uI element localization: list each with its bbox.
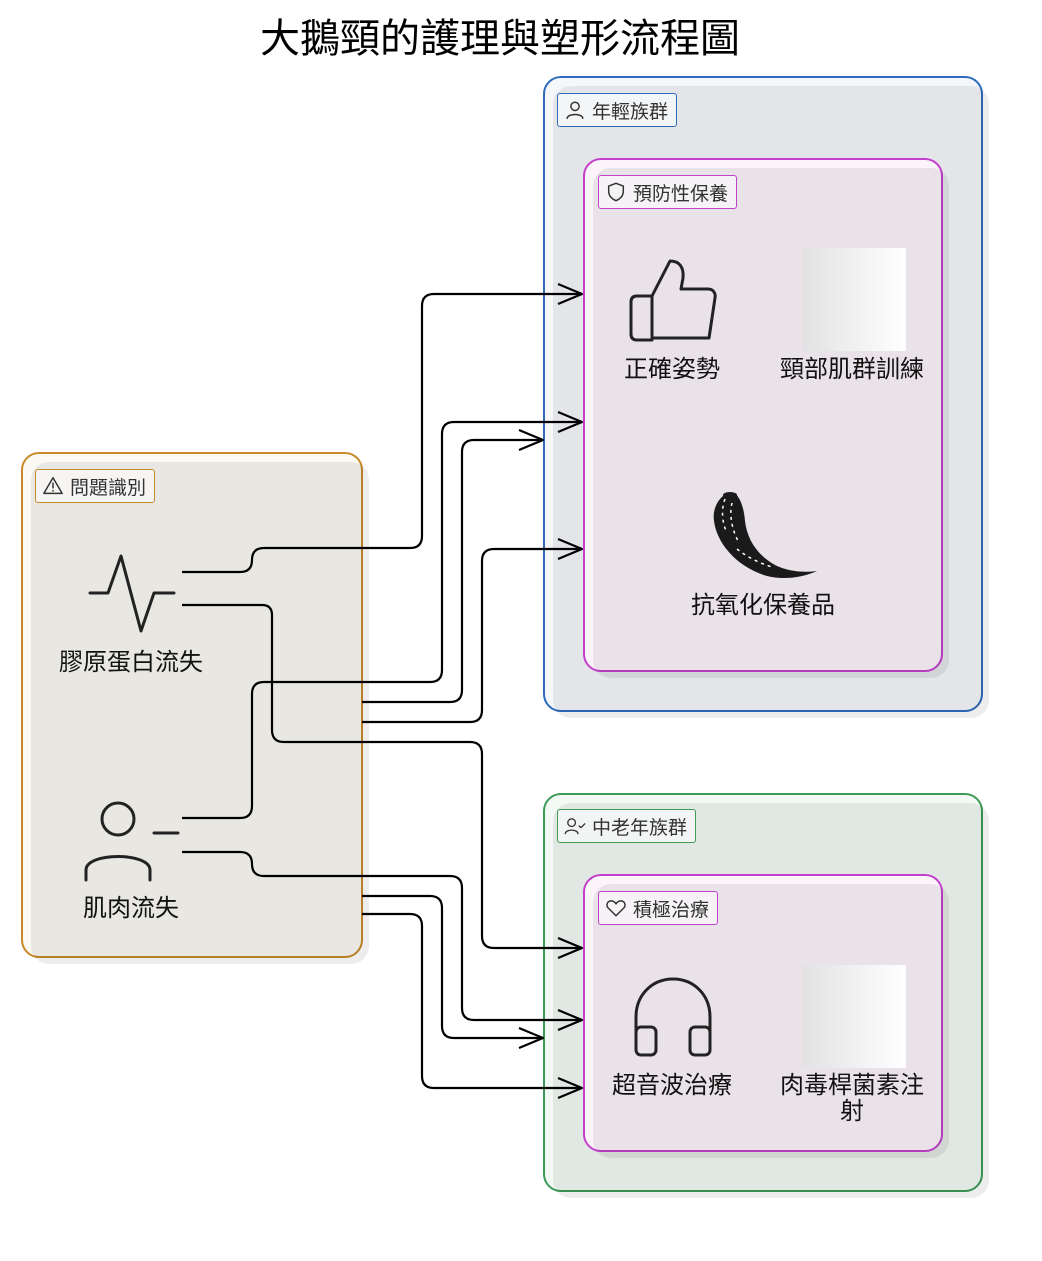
- heart-icon: [606, 900, 626, 917]
- edge-muscle-to-treatment-a: [182, 850, 582, 1022]
- tag-treatment: 積極治療: [598, 891, 719, 925]
- edge-problem-to-treatment-c: [362, 912, 582, 1090]
- node-label-collagen-loss: 膠原蛋白流失: [59, 648, 203, 676]
- edge-problem-to-prevention-b: [362, 438, 543, 704]
- placeholder-image: [803, 965, 906, 1068]
- shield-icon: [607, 182, 625, 202]
- arrowhead: [557, 1076, 584, 1100]
- arrowhead: [557, 410, 584, 434]
- node-label-posture: 正確姿勢: [624, 355, 720, 383]
- tag-treatment-label: 積極治療: [633, 898, 710, 921]
- node-label-botox: 肉毒桿菌素注射: [780, 1071, 924, 1125]
- alert-triangle-icon: [43, 477, 63, 495]
- node-label-neck-training: 頸部肌群訓練: [780, 355, 924, 383]
- horn-icon: [713, 492, 817, 579]
- tag-prevention: 預防性保養: [598, 175, 738, 209]
- arrowhead: [557, 537, 584, 561]
- arrowhead: [557, 1008, 584, 1032]
- node-label-muscle-loss: 肌肉流失: [83, 894, 179, 922]
- edge-collagen-to-posture: [182, 292, 582, 574]
- pulse-icon: [88, 554, 176, 633]
- node-label-ultrasound: 超音波治療: [612, 1071, 732, 1099]
- tag-elder-label: 中老年族群: [592, 816, 688, 839]
- user-check-icon: [564, 818, 586, 835]
- tag-elder: 中老年族群: [557, 809, 697, 843]
- edge-collagen-to-ultrasound: [182, 603, 582, 950]
- edge-problem-to-antioxidant: [362, 547, 582, 724]
- thumbs-up-icon: [629, 259, 717, 342]
- tag-problem-label: 問題識別: [70, 476, 147, 499]
- node-label-antioxidant: 抗氧化保養品: [691, 591, 835, 619]
- edge-muscle-to-prevention-a: [182, 420, 582, 820]
- placeholder-image: [803, 248, 906, 351]
- user-icon: [566, 101, 584, 119]
- arrowhead: [557, 936, 584, 960]
- tag-prevention-label: 預防性保養: [633, 182, 729, 205]
- arrowhead: [518, 1026, 545, 1050]
- diagram-title: 大鵝頸的護理與塑形流程圖: [260, 16, 740, 62]
- tag-problem: 問題識別: [35, 469, 156, 503]
- arrowhead: [557, 282, 584, 306]
- user-minus-icon: [84, 801, 180, 882]
- headphones-icon: [634, 977, 712, 1057]
- subgroup-treatment: [583, 874, 949, 1158]
- tag-young: 年輕族群: [557, 93, 678, 127]
- tag-young-label: 年輕族群: [592, 100, 669, 123]
- arrowhead: [518, 428, 545, 452]
- edge-problem-to-elder: [362, 894, 543, 1040]
